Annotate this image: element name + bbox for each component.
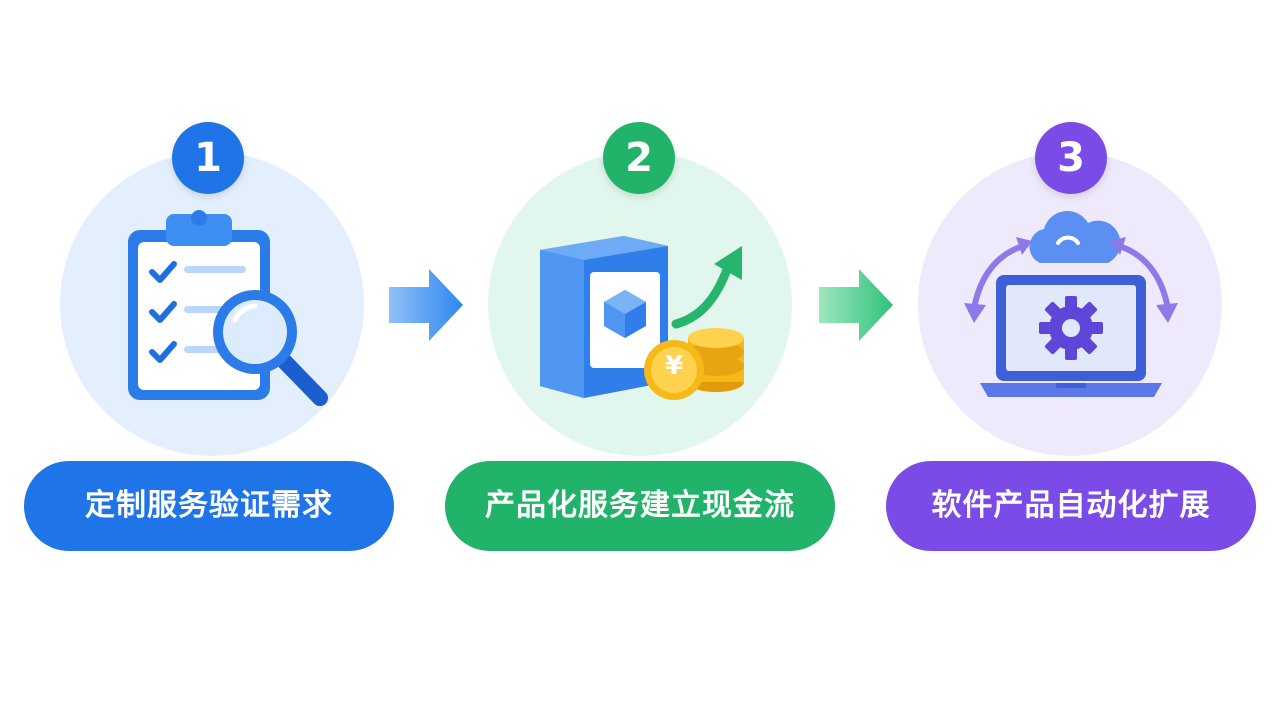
step-2-number-badge: 2 xyxy=(603,122,675,194)
laptop-cloud-gear-icon xyxy=(964,211,1178,397)
step-1-label: 定制服务验证需求 xyxy=(24,461,394,551)
step-3-label: 软件产品自动化扩展 xyxy=(886,461,1256,551)
product-box-coins-icon xyxy=(540,236,744,400)
currency-symbol: ¥ xyxy=(664,351,684,381)
clipboard-magnifier-icon xyxy=(128,210,328,406)
arrow-right-icon xyxy=(389,269,463,341)
step-1-number-badge: 1 xyxy=(172,122,244,194)
arrow-right-icon xyxy=(819,269,893,341)
step-3-number-badge: 3 xyxy=(1035,122,1107,194)
step-2-label: 产品化服务建立现金流 xyxy=(445,461,835,551)
